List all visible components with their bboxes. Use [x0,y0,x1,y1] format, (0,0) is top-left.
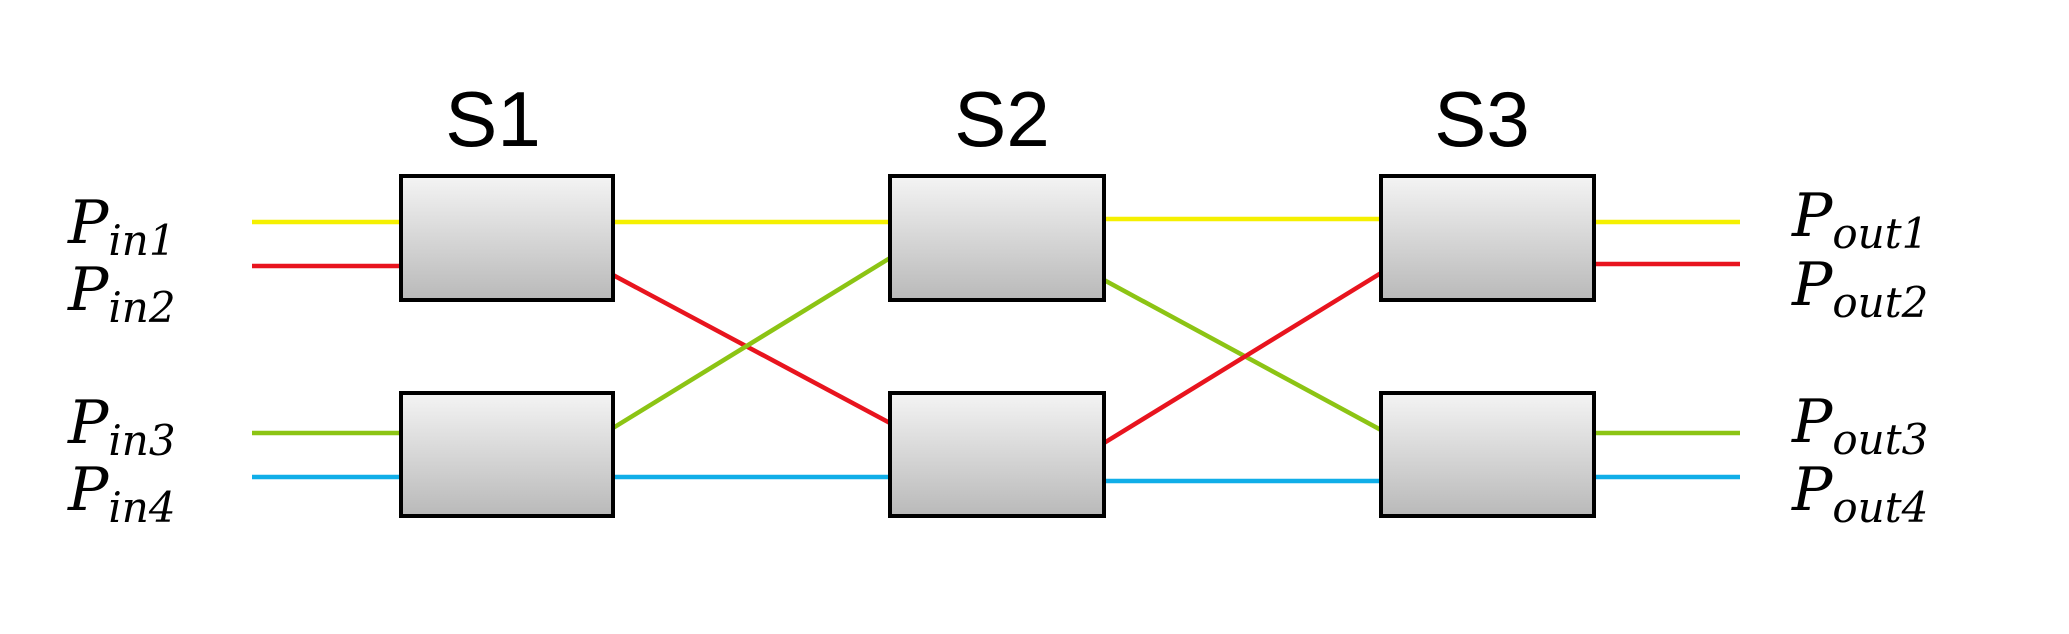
output-4-symbol: P [1791,455,1834,525]
switch-s3-bottom [1379,391,1596,518]
switch-s3-top [1379,174,1596,302]
switch-s2-bottom [888,391,1106,518]
output-label-4: Pout4 [1791,455,1928,532]
stage-label-s1: S1 [445,75,540,163]
input-label-2: Pin2 [67,255,176,332]
input-4-subscript: in4 [108,483,175,532]
switch-s1-bottom [399,391,615,518]
input-3-symbol: P [67,388,110,458]
output-3-symbol: P [1791,387,1834,457]
output-4-subscript: out4 [1832,483,1928,532]
output-2-symbol: P [1791,250,1834,320]
output-label-1: Pout1 [1791,181,1928,258]
output-3-subscript: out3 [1832,415,1928,464]
input-2-symbol: P [67,255,110,325]
input-label-4: Pin4 [67,455,176,532]
output-label-3: Pout3 [1791,387,1928,464]
wire-s1-s2-green [611,256,892,430]
stage-label-s3: S3 [1434,75,1529,163]
output-1-subscript: out1 [1832,209,1928,258]
wire-s2-s3-green [1102,278,1383,432]
wire-s1-s2-red [611,273,892,425]
input-1-subscript: in1 [108,216,175,265]
input-3-subscript: in3 [108,416,175,465]
input-2-subscript: in2 [108,283,175,332]
wires [252,216,1740,484]
output-label-2: Pout2 [1791,250,1928,327]
wire-s2-s3-red [1102,271,1383,445]
output-1-symbol: P [1791,181,1834,251]
input-label-3: Pin3 [67,388,176,465]
input-4-symbol: P [67,455,110,525]
switch-boxes [399,174,1596,518]
switch-s2-top [888,174,1106,302]
stage-label-s2: S2 [954,75,1049,163]
input-label-1: Pin1 [67,188,176,265]
output-2-subscript: out2 [1832,278,1928,327]
input-1-symbol: P [67,188,110,258]
switch-s1-top [399,174,615,302]
